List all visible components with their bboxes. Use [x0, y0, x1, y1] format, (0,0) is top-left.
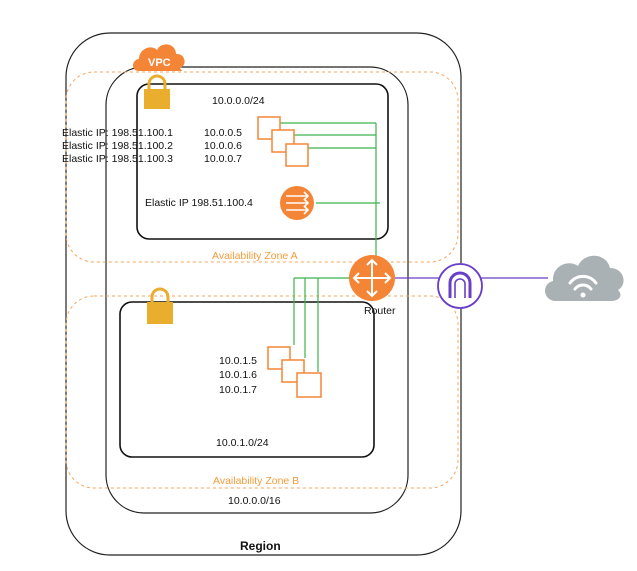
zone-a-label: Availability Zone A: [212, 250, 298, 262]
private-ip-label: 10.0.0.5: [204, 127, 242, 139]
nat-elastic-ip-label: Elastic IP 198.51.100.4: [145, 197, 253, 209]
availability-zone-b: [65, 295, 459, 489]
subnet-b: [119, 301, 375, 458]
subnet-b-links: [293, 277, 354, 372]
private-ip-label: 10.0.0.6: [204, 140, 242, 152]
zone-b-label: Availability Zone B: [213, 475, 300, 487]
subnet-a-links: [264, 122, 380, 258]
instance-icon: [296, 372, 322, 398]
vpc-cloud-icon: [133, 44, 185, 71]
private-ip-label: 10.0.1.7: [219, 384, 257, 396]
vpc-cidr: 10.0.0.0/16: [228, 495, 281, 507]
vpc-boundary: [105, 66, 409, 514]
internet-cloud-icon: [545, 255, 624, 301]
private-ip-label: 10.0.0.7: [204, 153, 242, 165]
instance-icon: [285, 143, 309, 167]
vpc-label: VPC: [148, 57, 171, 69]
internet-gateway-icon: [437, 263, 483, 309]
subnet-b-cidr: 10.0.1.0/24: [216, 437, 269, 449]
elastic-ip-label: Elastic IP: 198.51.100.3: [62, 153, 173, 165]
nat-gateway-icon: [280, 186, 314, 220]
elastic-ip-label: Elastic IP: 198.51.100.2: [62, 140, 173, 152]
router-icon: [349, 255, 395, 301]
router-label: Router: [364, 305, 396, 317]
private-ip-label: 10.0.1.5: [219, 355, 257, 367]
lock-icon: [144, 74, 170, 109]
elastic-ip-label: Elastic IP: 198.51.100.1: [62, 127, 173, 139]
region-label: Region: [240, 539, 281, 553]
subnet-a: [136, 83, 389, 240]
availability-zone-a: [65, 71, 459, 263]
private-ip-label: 10.0.1.6: [219, 369, 257, 381]
lock-icon: [147, 287, 173, 324]
subnet-a-cidr: 10.0.0.0/24: [212, 95, 265, 107]
